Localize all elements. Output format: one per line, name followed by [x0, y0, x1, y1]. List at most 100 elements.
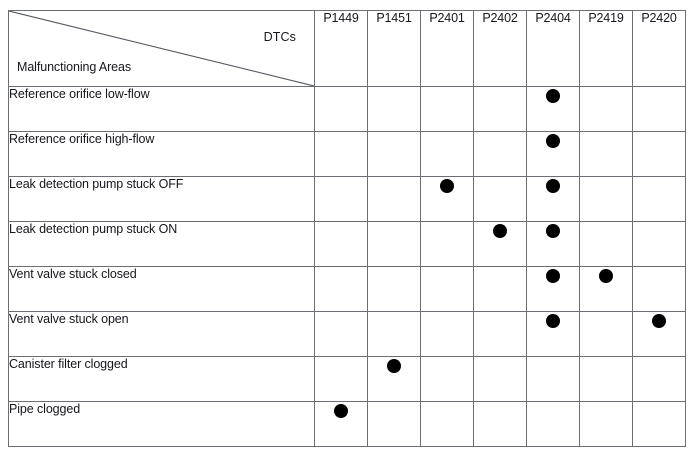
cell-r2-c4 — [526, 176, 580, 222]
cell-r7-c6 — [632, 401, 686, 447]
cell-r7-c2 — [420, 401, 474, 447]
cell-r0-c3 — [473, 86, 527, 132]
cell-r2-c5 — [579, 176, 633, 222]
cell-r5-c4 — [526, 311, 580, 357]
mark-dot-icon — [440, 178, 454, 193]
column-header-p2419: P2419 — [579, 10, 633, 87]
column-header-p2404: P2404 — [526, 10, 580, 87]
cell-r2-c2 — [420, 176, 474, 222]
cell-r1-c1 — [367, 131, 421, 177]
cell-r1-c5 — [579, 131, 633, 177]
mark-dot-icon — [546, 178, 560, 193]
mark-dot-icon — [334, 403, 348, 418]
cell-r2-c6 — [632, 176, 686, 222]
table-row: Pipe clogged — [8, 401, 686, 447]
column-header-p2402: P2402 — [473, 10, 527, 87]
cell-r3-c1 — [367, 221, 421, 267]
area-label: Leak detection pump stuck OFF — [8, 176, 315, 222]
cell-r4-c3 — [473, 266, 527, 312]
cell-r2-c0 — [314, 176, 368, 222]
area-label: Reference orifice low-flow — [8, 86, 315, 132]
cell-r4-c0 — [314, 266, 368, 312]
mark-dot-icon — [546, 313, 560, 328]
dtc-malfunction-matrix-table: DTCs Malfunctioning Areas P1449 P1451 P2… — [8, 10, 686, 447]
cell-r5-c5 — [579, 311, 633, 357]
cell-r0-c1 — [367, 86, 421, 132]
mark-dot-icon — [546, 133, 560, 148]
mark-dot-icon — [599, 268, 613, 283]
table-body: Reference orifice low-flow Reference ori… — [8, 86, 686, 447]
area-label: Reference orifice high-flow — [8, 131, 315, 177]
cell-r4-c4 — [526, 266, 580, 312]
cell-r0-c6 — [632, 86, 686, 132]
cell-r0-c0 — [314, 86, 368, 132]
cell-r6-c0 — [314, 356, 368, 402]
cell-r1-c2 — [420, 131, 474, 177]
cell-r7-c3 — [473, 401, 527, 447]
cell-r0-c5 — [579, 86, 633, 132]
cell-r6-c6 — [632, 356, 686, 402]
cell-r4-c2 — [420, 266, 474, 312]
dtc-matrix-container: DTCs Malfunctioning Areas P1449 P1451 P2… — [8, 10, 686, 447]
cell-r3-c5 — [579, 221, 633, 267]
cell-r5-c2 — [420, 311, 474, 357]
area-label: Pipe clogged — [8, 401, 315, 447]
table-row: Reference orifice low-flow — [8, 86, 686, 132]
cell-r7-c4 — [526, 401, 580, 447]
table-row: Reference orifice high-flow — [8, 131, 686, 177]
area-label: Canister filter clogged — [8, 356, 315, 402]
cell-r7-c0 — [314, 401, 368, 447]
cell-r5-c0 — [314, 311, 368, 357]
column-header-p1449: P1449 — [314, 10, 368, 87]
table-row: Vent valve stuck open — [8, 311, 686, 357]
cell-r1-c6 — [632, 131, 686, 177]
cell-r4-c5 — [579, 266, 633, 312]
cell-r3-c3 — [473, 221, 527, 267]
cell-r4-c6 — [632, 266, 686, 312]
mark-dot-icon — [546, 88, 560, 103]
cell-r0-c4 — [526, 86, 580, 132]
column-header-p2420: P2420 — [632, 10, 686, 87]
mark-dot-icon — [387, 358, 401, 373]
area-label: Vent valve stuck closed — [8, 266, 315, 312]
cell-r6-c2 — [420, 356, 474, 402]
mark-dot-icon — [652, 313, 666, 328]
cell-r3-c0 — [314, 221, 368, 267]
cell-r3-c2 — [420, 221, 474, 267]
mark-dot-icon — [493, 223, 507, 238]
cell-r7-c1 — [367, 401, 421, 447]
cell-r6-c4 — [526, 356, 580, 402]
diagonal-divider-icon — [9, 11, 314, 86]
column-axis-label: DTCs — [263, 30, 296, 44]
table-row: Leak detection pump stuck ON — [8, 221, 686, 267]
area-label: Leak detection pump stuck ON — [8, 221, 315, 267]
table-header: DTCs Malfunctioning Areas P1449 P1451 P2… — [8, 10, 686, 87]
cell-r6-c3 — [473, 356, 527, 402]
cell-r2-c1 — [367, 176, 421, 222]
cell-r1-c0 — [314, 131, 368, 177]
table-row: Vent valve stuck closed — [8, 266, 686, 312]
cell-r3-c4 — [526, 221, 580, 267]
cell-r1-c4 — [526, 131, 580, 177]
table-row: Leak detection pump stuck OFF — [8, 176, 686, 222]
cell-r1-c3 — [473, 131, 527, 177]
corner-axis-cell: DTCs Malfunctioning Areas — [8, 10, 315, 87]
area-label: Vent valve stuck open — [8, 311, 315, 357]
cell-r5-c6 — [632, 311, 686, 357]
column-header-p2401: P2401 — [420, 10, 474, 87]
cell-r5-c1 — [367, 311, 421, 357]
mark-dot-icon — [546, 223, 560, 238]
cell-r6-c5 — [579, 356, 633, 402]
column-header-p1451: P1451 — [367, 10, 421, 87]
cell-r5-c3 — [473, 311, 527, 357]
row-axis-label: Malfunctioning Areas — [17, 60, 132, 74]
cell-r0-c2 — [420, 86, 474, 132]
cell-r3-c6 — [632, 221, 686, 267]
cell-r7-c5 — [579, 401, 633, 447]
mark-dot-icon — [546, 268, 560, 283]
header-row: DTCs Malfunctioning Areas P1449 P1451 P2… — [8, 10, 686, 87]
cell-r2-c3 — [473, 176, 527, 222]
table-row: Canister filter clogged — [8, 356, 686, 402]
cell-r4-c1 — [367, 266, 421, 312]
cell-r6-c1 — [367, 356, 421, 402]
